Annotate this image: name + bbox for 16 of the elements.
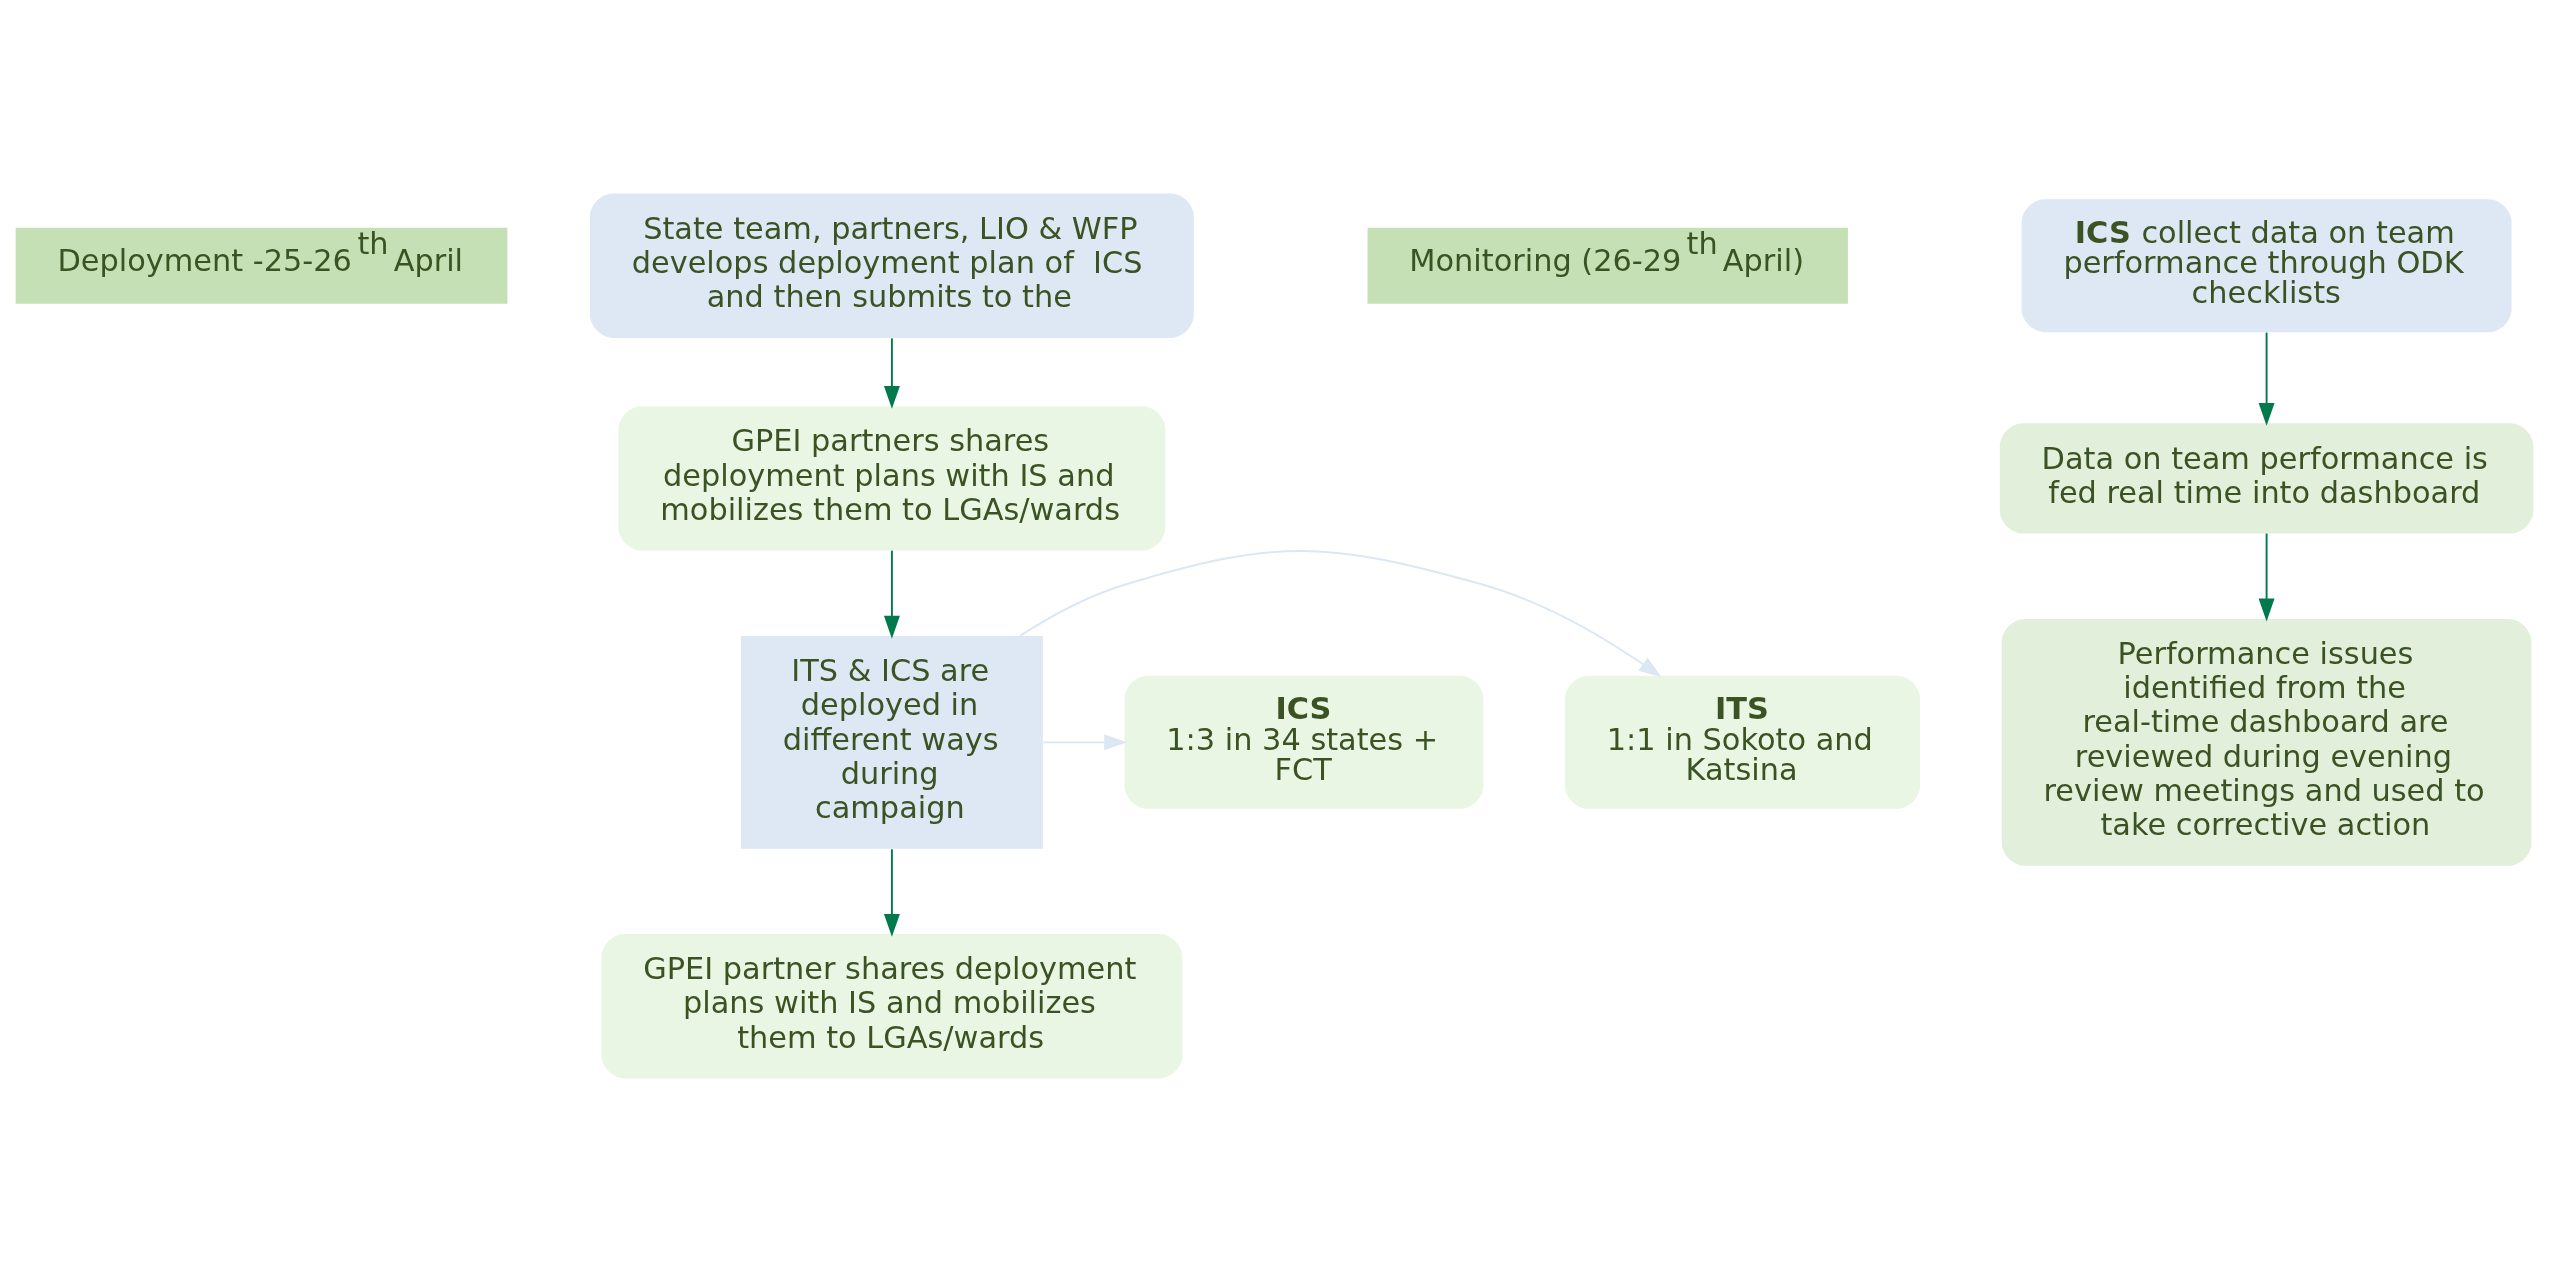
arrow bbox=[883, 847, 900, 937]
arrow bbox=[883, 549, 900, 639]
node-box: ITS 1:1 in Sokoto and Katsina bbox=[1565, 675, 1921, 809]
arrow bbox=[1042, 733, 1128, 750]
node-box: ICS 1:3 in 34 states + FCT bbox=[1124, 675, 1484, 809]
node-box: ICS collect data on team performance through ODK checklists bbox=[2021, 198, 2512, 332]
node-box: State team, partners, LIO & WFP develops deployment plan of ICS and then submits to the bbox=[590, 193, 1194, 338]
node-box: Data on team performance is fed real time into dashboard bbox=[1999, 422, 2534, 533]
arrow bbox=[1019, 549, 1662, 677]
node-box: Performance issues identified from the real-time dashboard are reviewed during evening review meetings and used to take corrective action bbox=[2001, 618, 2532, 866]
arrow bbox=[2258, 532, 2275, 621]
arrow bbox=[2258, 331, 2275, 426]
node-box: GPEI partners shares deployment plans with IS and mobilizes them to LGAs/wards bbox=[618, 405, 1166, 551]
node-box: ITS & ICS are deployed in different ways during campaign bbox=[740, 635, 1043, 849]
arrow bbox=[883, 336, 900, 409]
node-box: GPEI partner shares deployment plans with IS and mobilizes them to LGAs/wards bbox=[601, 933, 1183, 1078]
